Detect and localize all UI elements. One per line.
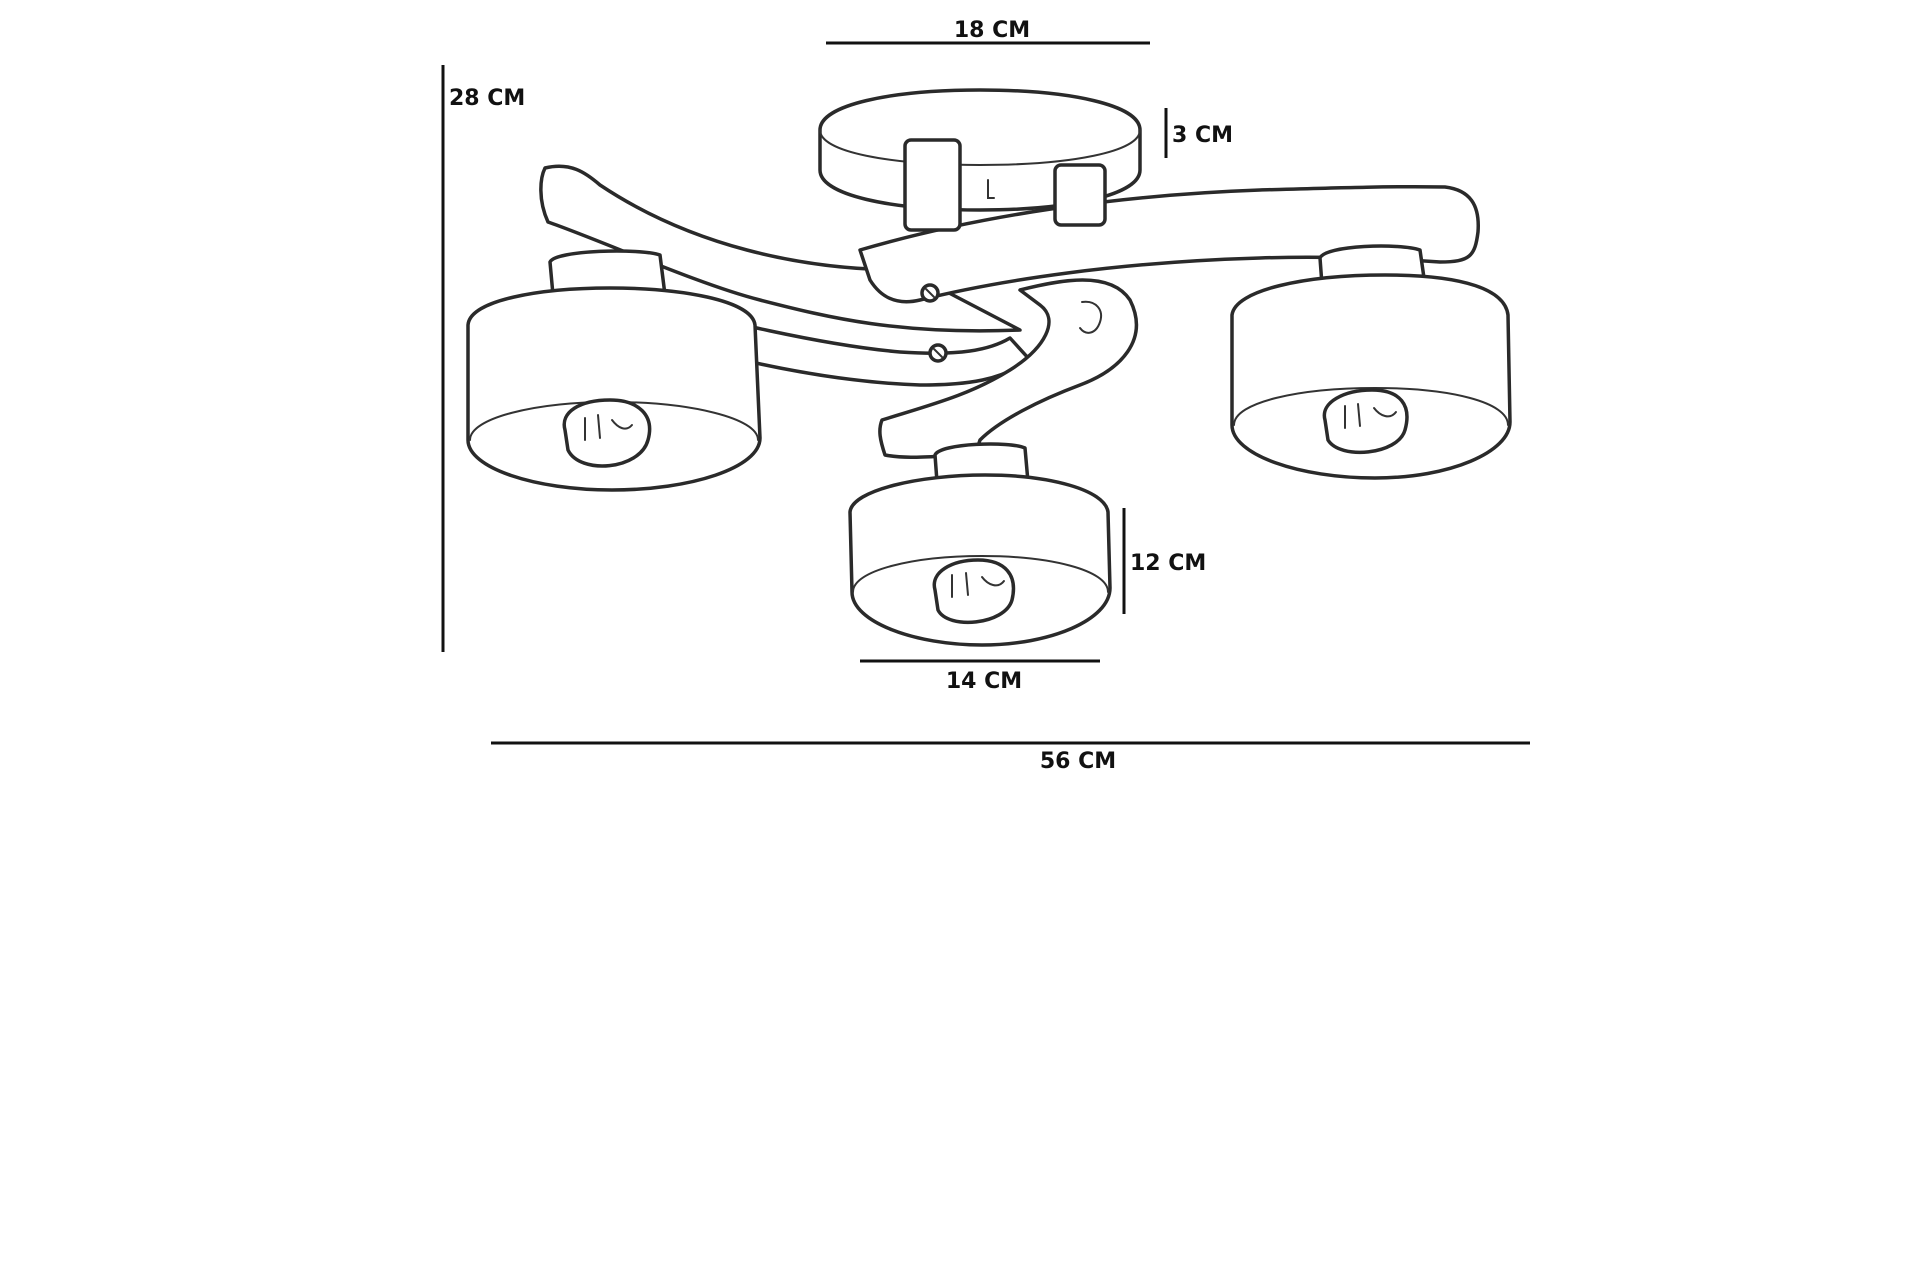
shade-height-label: 12 CM <box>1130 551 1206 576</box>
shade-width-label: 14 CM <box>946 669 1022 694</box>
dimension-lines <box>441 41 1530 745</box>
total-height-label: 28 CM <box>449 86 525 111</box>
ceiling-canopy <box>818 88 1142 232</box>
total-width-label: 56 CM <box>1040 749 1116 774</box>
right-lamp-shade <box>1230 244 1512 480</box>
lamp-arm <box>539 164 1480 459</box>
left-lamp-shade <box>466 249 762 492</box>
canopy-height-label: 3 CM <box>1172 123 1233 148</box>
center-lamp-shade <box>848 442 1112 647</box>
canopy-width-label: 18 CM <box>954 18 1030 43</box>
